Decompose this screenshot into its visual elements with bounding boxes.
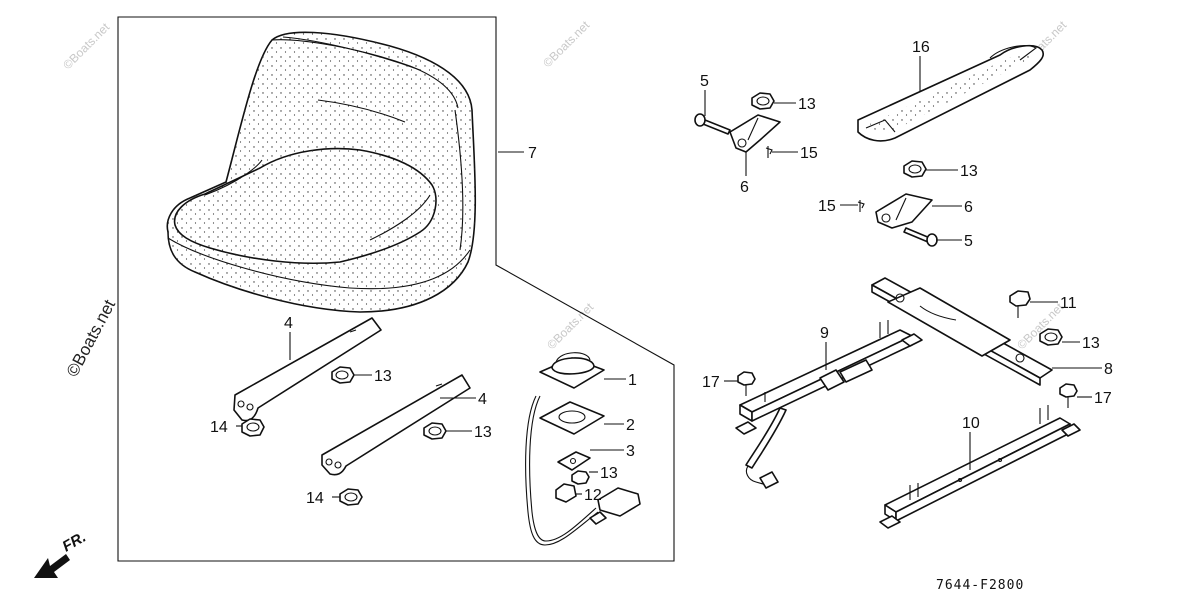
callout-17-b: 17 bbox=[1094, 390, 1112, 407]
callout-13-d: 13 bbox=[798, 96, 816, 113]
callout-12: 12 bbox=[584, 487, 602, 504]
nut-13-a bbox=[331, 366, 355, 384]
nut-13-c bbox=[571, 470, 590, 485]
watermark-text: ©Boats.net bbox=[1014, 300, 1066, 352]
connector-plug bbox=[589, 487, 641, 525]
watermark-text: ©Boats.net bbox=[63, 296, 120, 380]
nut-14-a bbox=[241, 418, 265, 437]
callout-9: 11 bbox=[1060, 295, 1077, 312]
callout-5-a: 5 bbox=[700, 73, 709, 90]
bolt-17-a bbox=[737, 371, 756, 396]
nut-13-d bbox=[751, 92, 775, 110]
slide-rail-8 bbox=[735, 320, 923, 435]
seat-bracket-lower bbox=[321, 374, 471, 476]
callout-3: 3 bbox=[626, 443, 635, 460]
callout-6-b: 6 bbox=[964, 199, 973, 216]
callouts: 7 4 4 13 13 14 14 1 2 3 13 12 5 13 15 6 … bbox=[210, 39, 1113, 507]
callout-4-upper: 4 bbox=[284, 315, 293, 332]
nut-14-b bbox=[339, 488, 363, 506]
seat-switch bbox=[539, 352, 605, 389]
nut-13-b bbox=[423, 422, 447, 440]
slide-rail-10 bbox=[879, 405, 1081, 529]
seat-strap-16 bbox=[857, 44, 1045, 142]
release-lever bbox=[745, 407, 787, 489]
callout-13-e: 13 bbox=[960, 163, 978, 180]
callout-5-b: 5 bbox=[964, 233, 973, 250]
hinge-6-a bbox=[729, 114, 781, 153]
front-direction-indicator: FR. bbox=[34, 529, 89, 578]
nut-13-f bbox=[1039, 328, 1063, 346]
callout-8: 9 bbox=[820, 325, 829, 342]
callout-15-b: 15 bbox=[818, 198, 836, 215]
callout-14-b: 14 bbox=[306, 490, 324, 507]
front-arrow-icon bbox=[34, 554, 70, 578]
callout-13-a: 13 bbox=[374, 368, 392, 385]
callout-6-a: 6 bbox=[740, 179, 749, 196]
callout-13-f: 13 bbox=[1082, 335, 1100, 352]
seat-bracket-upper bbox=[233, 317, 382, 422]
switch-harness bbox=[529, 395, 597, 542]
switch-clip bbox=[557, 451, 591, 471]
bolt-17-b bbox=[1059, 383, 1078, 408]
switch-plate bbox=[539, 401, 605, 435]
watermark-text: ©Boats.net bbox=[540, 18, 592, 70]
leader-lines bbox=[236, 56, 1102, 498]
pivot-pin-5-a bbox=[694, 113, 731, 135]
bolt-9 bbox=[1009, 290, 1031, 318]
callout-16: 16 bbox=[912, 39, 930, 56]
watermark-text: ©Boats.net bbox=[544, 300, 596, 352]
connector-12 bbox=[555, 483, 577, 503]
watermark-text: ©Boats.net bbox=[60, 20, 112, 72]
callout-10: 10 bbox=[962, 415, 980, 432]
callout-4-lower: 4 bbox=[478, 391, 487, 408]
clip-15-a bbox=[765, 146, 773, 158]
callout-2: 2 bbox=[626, 417, 635, 434]
callout-17-a: 17 bbox=[702, 374, 720, 391]
clip-15-b bbox=[857, 200, 865, 212]
hinge-6-b bbox=[875, 193, 933, 229]
callout-14-a: 14 bbox=[210, 419, 228, 436]
assembly-frame bbox=[117, 16, 675, 562]
callout-11: 7 bbox=[528, 145, 537, 162]
front-label: FR. bbox=[60, 529, 89, 556]
pivot-pin-5-b bbox=[903, 227, 938, 247]
seat-rail-frame-7 bbox=[871, 277, 1053, 386]
nut-13-e bbox=[903, 160, 927, 178]
seat bbox=[166, 31, 477, 313]
callout-13-b: 13 bbox=[474, 424, 492, 441]
diagram-code: 7644-F2800 bbox=[936, 578, 1024, 593]
callout-1: 1 bbox=[628, 372, 637, 389]
callout-13-c: 13 bbox=[600, 465, 618, 482]
callout-7: 8 bbox=[1104, 361, 1113, 378]
switch-harness bbox=[525, 395, 599, 546]
callout-15-a: 15 bbox=[800, 145, 818, 162]
